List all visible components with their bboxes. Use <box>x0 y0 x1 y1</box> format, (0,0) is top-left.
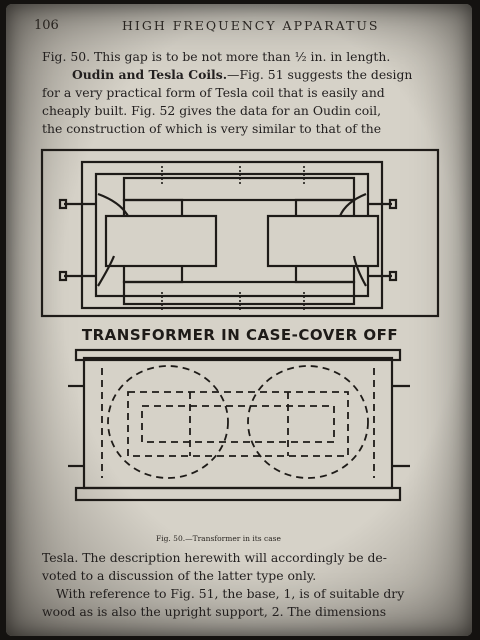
case-outer <box>80 160 384 310</box>
text-line: With reference to Fig. 51, the base, 1, … <box>56 586 405 601</box>
running-title: HIGH FREQUENCY APPARATUS <box>122 18 380 33</box>
upper-paragraph: Fig. 50. This gap is to be not more than… <box>42 48 454 138</box>
core-top <box>122 176 356 202</box>
section-heading: Oudin and Tesla Coils. <box>72 67 228 82</box>
primary-coil <box>104 214 218 268</box>
text-line: for a very practical form of Tesla coil … <box>42 85 385 100</box>
figure-caption: Fig. 50.—Transformer in its case <box>156 534 281 543</box>
case-lid-edge <box>74 348 402 362</box>
text-line: cheaply built. Fig. 52 gives the data fo… <box>42 103 382 118</box>
figure-label: TRANSFORMER IN CASE-COVER OFF <box>82 326 398 344</box>
case-base <box>74 486 402 502</box>
text-line: voted to a discussion of the latter type… <box>42 568 317 583</box>
lower-paragraph: Tesla. The description herewith will acc… <box>42 549 454 621</box>
text-line: wood as is also the upright support, 2. … <box>42 604 387 619</box>
core-bottom <box>122 280 356 306</box>
text-fragment: —Fig. 51 suggests the design <box>227 67 413 82</box>
page-number: 106 <box>34 18 59 33</box>
text-line: the construction of which is very simila… <box>42 121 382 136</box>
figure-frame <box>40 148 440 318</box>
page-header: 106 HIGH FREQUENCY APPARATUS <box>34 18 442 36</box>
text-line: Oudin and Tesla Coils.—Fig. 51 suggests … <box>42 66 454 84</box>
book-page: 106 HIGH FREQUENCY APPARATUS Fig. 50. Th… <box>6 4 472 636</box>
text-line: Fig. 50. This gap is to be not more than… <box>42 49 391 64</box>
text-line: Tesla. The description herewith will acc… <box>42 550 387 565</box>
secondary-coil <box>266 214 380 268</box>
transformer-figure: TRANSFORMER IN CASE-COVER OFF <box>40 148 440 502</box>
